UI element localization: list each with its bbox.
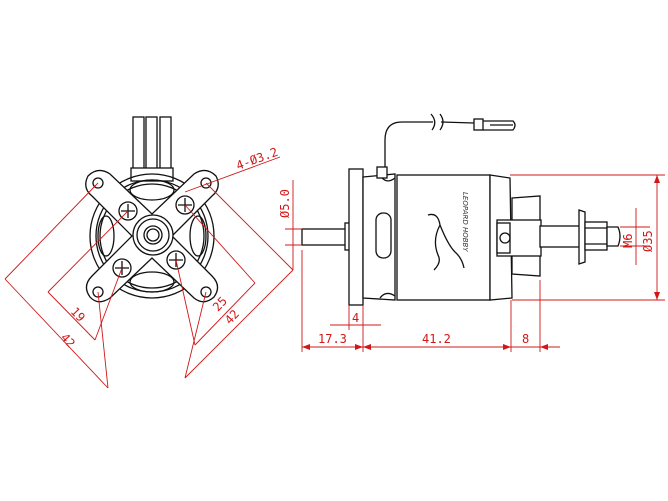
nut [584, 221, 608, 251]
mount-hole-icon [92, 177, 104, 189]
wire-2 [145, 116, 158, 170]
dim-flange-thickness: 4 [352, 311, 359, 325]
logo-text: LEOPARD HOBBY [461, 192, 469, 252]
connector [473, 118, 484, 131]
side-dimensions: Ø35 M6 Ø5.0 4 17.3 41.2 8 [278, 174, 665, 352]
rear-shaft [301, 228, 347, 246]
dim-mount-left: 42 [58, 330, 78, 350]
dim-body-diameter: Ø35 [641, 230, 655, 252]
dim-thread: M6 [621, 234, 635, 248]
prop-washer [578, 209, 586, 265]
housing-outer [89, 173, 215, 299]
cable [384, 121, 475, 170]
motor-can [396, 174, 491, 301]
dim-shaft-diameter: Ø5.0 [278, 189, 292, 218]
hole-spec-label: 4-Ø3.2 [234, 145, 280, 173]
flange [348, 168, 364, 306]
mount-hole-icon [200, 286, 212, 298]
dim-front-length: 8 [522, 332, 529, 346]
wire-1 [132, 116, 145, 170]
side-view: LEOPARD HOBBY Ø35 M6 Ø5.0 4 17.3 41.2 [278, 113, 665, 352]
mount-hole-icon [92, 286, 104, 298]
shaft-end [143, 225, 163, 245]
leopard-logo-icon [427, 213, 465, 271]
front-shaft [539, 225, 581, 248]
wire-3 [159, 116, 172, 170]
dim-rear-shaft-length: 17.3 [318, 332, 347, 346]
dim-body-length: 41.2 [422, 332, 451, 346]
cable-grommet [376, 166, 388, 179]
hub [132, 214, 174, 256]
mount-hole-icon [200, 177, 212, 189]
dim-screw-left: 19 [68, 304, 88, 324]
front-view: 42 19 25 42 4-Ø3.2 [4, 116, 294, 389]
